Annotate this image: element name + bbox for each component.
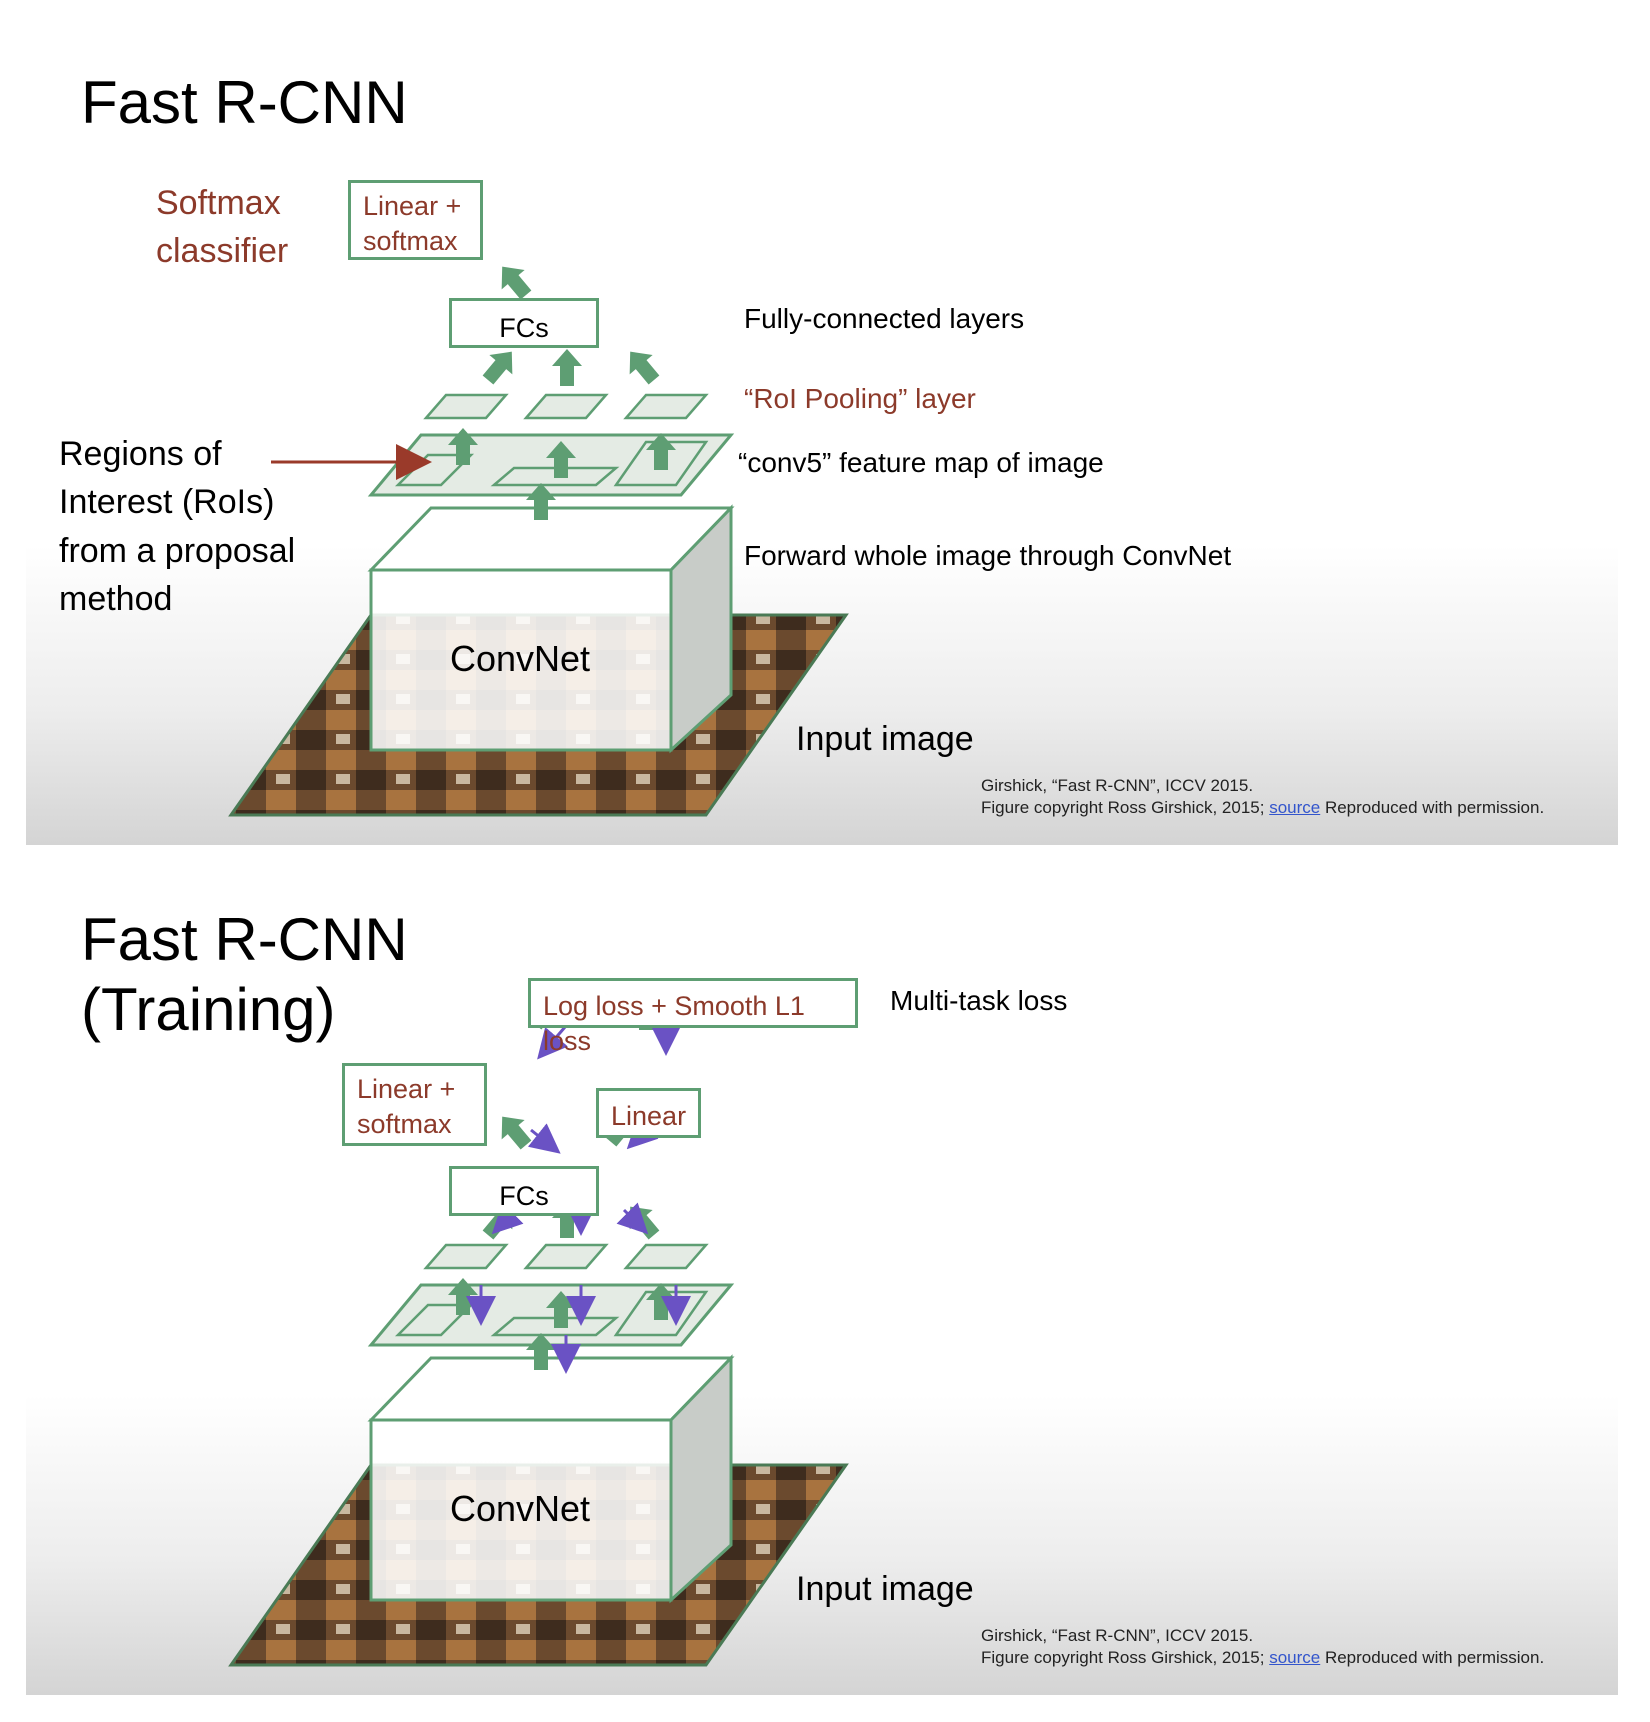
loss-box: Log loss + Smooth L1 loss bbox=[528, 978, 858, 1056]
green-up-arrow-icon bbox=[448, 428, 478, 465]
forward-arrows bbox=[448, 266, 676, 520]
diagram-fast-rcnn-training bbox=[228, 993, 849, 1667]
citation-source-link[interactable]: source bbox=[1269, 1648, 1321, 1668]
softmax-classifier-line-2: classifier bbox=[156, 231, 289, 270]
citation-permission: Reproduced with permission. bbox=[1324, 1648, 1545, 1668]
citation-line-2: Figure copyright Ross Girshick, 2015; so… bbox=[981, 1647, 1544, 1669]
input-image-label: Input image bbox=[796, 1570, 974, 1608]
slide-title-line-1: Fast R-CNN bbox=[81, 906, 408, 973]
roi-pooling-label: “RoI Pooling” layer bbox=[744, 383, 976, 414]
green-up-arrow-icon bbox=[552, 349, 582, 386]
diagram-fast-rcnn bbox=[228, 266, 849, 817]
citation-line-1: Girshick, “Fast R-CNN”, ICCV 2015. bbox=[981, 1626, 1254, 1645]
linear-softmax-box: Linear + softmax bbox=[342, 1063, 487, 1146]
roi-pooled-right bbox=[623, 1243, 709, 1270]
green-up-arrow-icon bbox=[526, 483, 556, 520]
green-up-arrow-icon bbox=[526, 1333, 556, 1370]
roi-box-right bbox=[613, 1290, 709, 1337]
citation: Girshick, “Fast R-CNN”, ICCV 2015. Figur… bbox=[981, 1625, 1544, 1669]
green-up-arrow-icon bbox=[482, 351, 513, 385]
green-up-arrow-icon bbox=[448, 1278, 478, 1315]
roi-box-right bbox=[613, 440, 709, 487]
linear-softmax-box: Linear + softmax bbox=[348, 180, 483, 260]
regions-line-1: Regions of bbox=[59, 435, 222, 473]
roi-pooled-left bbox=[423, 1243, 509, 1270]
convnet-cube-top bbox=[367, 1356, 735, 1422]
input-image-label: Input image bbox=[796, 720, 974, 758]
convnet-cube-top bbox=[367, 506, 735, 572]
convnet-label: ConvNet bbox=[450, 638, 591, 679]
fcs-box: FCs bbox=[449, 1166, 599, 1216]
forward-label: Forward whole image through ConvNet bbox=[744, 540, 1232, 571]
convnet-cube-front bbox=[369, 1418, 673, 1602]
green-up-arrow-icon bbox=[629, 1206, 660, 1240]
roi-box-middle bbox=[490, 1316, 620, 1337]
slide-title-line-2: (Training) bbox=[81, 976, 336, 1044]
slide-fast-rcnn-training: Fast R-CNN (Training) Log loss + Smooth … bbox=[26, 880, 1618, 1695]
linear-softmax-line-2: softmax bbox=[357, 1108, 452, 1139]
green-up-arrow-icon bbox=[646, 433, 676, 470]
convnet-label: ConvNet bbox=[450, 1488, 591, 1529]
linear-box: Linear bbox=[596, 1088, 701, 1138]
roi-pooled-middle bbox=[523, 393, 609, 420]
citation-source-link[interactable]: source bbox=[1269, 798, 1321, 818]
citation-permission: Reproduced with permission. bbox=[1324, 798, 1545, 818]
purple-down-arrow-icon bbox=[616, 1202, 649, 1235]
purple-down-arrow-icon bbox=[527, 1123, 561, 1154]
citation-copyright: Figure copyright Ross Girshick, 2015; bbox=[981, 798, 1265, 818]
fully-connected-label: Fully-connected layers bbox=[744, 303, 1025, 334]
fcs-box: FCs bbox=[449, 298, 599, 348]
slide-title: Fast R-CNN bbox=[81, 69, 408, 136]
softmax-classifier-label: Softmax classifier bbox=[156, 180, 288, 275]
roi-pooled-middle bbox=[523, 1243, 609, 1270]
roi-pooled-right bbox=[623, 393, 709, 420]
linear-softmax-line-2: softmax bbox=[363, 225, 458, 256]
regions-line-2: Interest (RoIs) bbox=[59, 483, 275, 522]
citation-line-1: Girshick, “Fast R-CNN”, ICCV 2015. bbox=[981, 776, 1254, 795]
conv5-label: “conv5” feature map of image bbox=[738, 447, 1104, 478]
regions-line-4: method bbox=[59, 579, 173, 618]
regions-line-3: from a proposal bbox=[59, 531, 296, 570]
slide-fast-rcnn: Fast R-CNN Softmax classifier Linear + s… bbox=[26, 30, 1618, 845]
multi-task-loss-label: Multi-task loss bbox=[890, 985, 1068, 1016]
green-up-arrow-icon bbox=[501, 1116, 532, 1150]
regions-of-interest-label: Regions of Interest (RoIs) from a propos… bbox=[59, 430, 295, 623]
softmax-classifier-line-1: Softmax bbox=[156, 184, 281, 222]
roi-box-middle bbox=[490, 466, 620, 487]
citation: Girshick, “Fast R-CNN”, ICCV 2015. Figur… bbox=[981, 775, 1544, 819]
green-up-arrow-icon bbox=[501, 266, 532, 300]
citation-line-2: Figure copyright Ross Girshick, 2015; so… bbox=[981, 797, 1544, 819]
green-up-arrow-icon bbox=[546, 441, 576, 478]
citation-copyright: Figure copyright Ross Girshick, 2015; bbox=[981, 1648, 1265, 1668]
roi-pooled-left bbox=[423, 393, 509, 420]
slide-title: Fast R-CNN (Training) bbox=[81, 905, 408, 1045]
convnet-cube-front bbox=[369, 568, 673, 752]
linear-softmax-line-1: Linear + bbox=[357, 1074, 456, 1104]
green-up-arrow-icon bbox=[629, 351, 660, 385]
linear-softmax-line-1: Linear + bbox=[363, 191, 462, 221]
